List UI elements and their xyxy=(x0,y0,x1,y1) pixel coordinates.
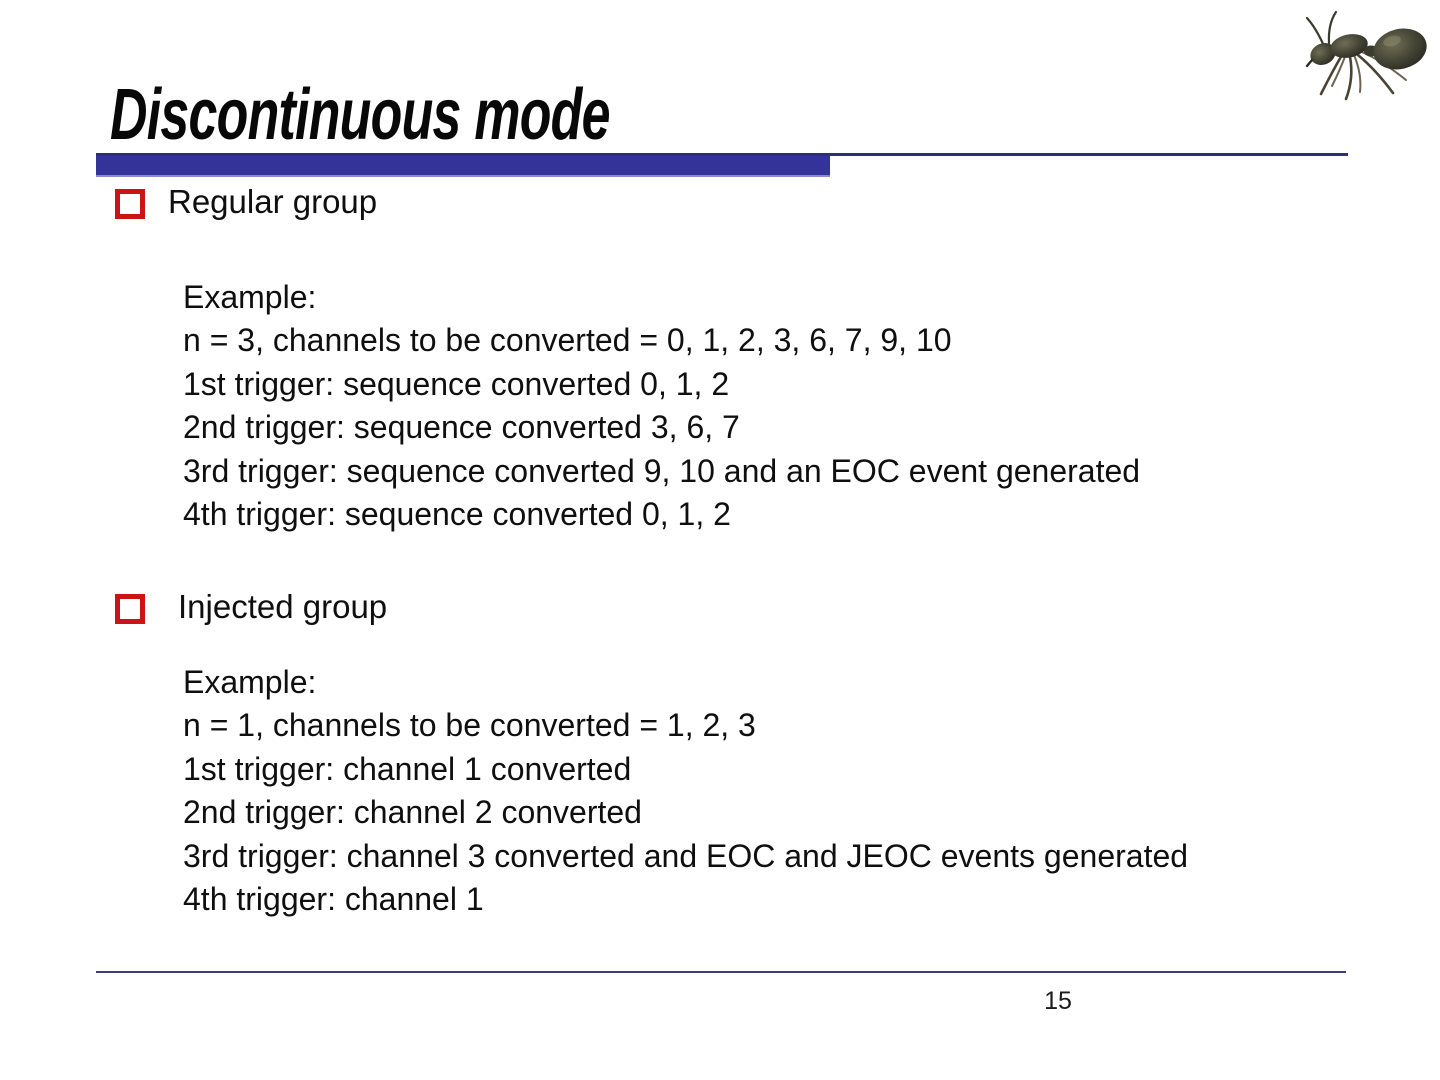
ant-image xyxy=(1305,10,1427,101)
example-line: 4th trigger: sequence converted 0, 1, 2 xyxy=(183,496,731,533)
example-line: 4th trigger: channel 1 xyxy=(183,881,484,918)
regular-group-example-block: Example: n = 3, channels to be converted… xyxy=(183,276,1140,536)
example-line: 1st trigger: channel 1 converted xyxy=(183,750,632,787)
example-line: Example: xyxy=(183,279,317,315)
bullet-square-icon xyxy=(115,594,145,624)
footer-rule xyxy=(96,971,1346,973)
slide-title: Discontinuous mode xyxy=(110,75,610,155)
example-line: Example: xyxy=(183,664,317,700)
example-line: 2nd trigger: sequence converted 3, 6, 7 xyxy=(183,409,740,446)
example-line: 3rd trigger: sequence converted 9, 10 an… xyxy=(183,452,1141,489)
example-line: 1st trigger: sequence converted 0, 1, 2 xyxy=(183,365,730,402)
example-line: 2nd trigger: channel 2 converted xyxy=(183,794,642,831)
section-heading-injected-group: Injected group xyxy=(178,588,388,625)
title-underline-rule xyxy=(96,153,1348,177)
injected-group-example-block: Example: n = 1, channels to be converted… xyxy=(183,661,1188,921)
bullet-square-icon xyxy=(115,189,145,219)
page-number: 15 xyxy=(1044,987,1072,1015)
example-line: n = 1, channels to be converted = 1, 2, … xyxy=(183,707,756,744)
example-line: 3rd trigger: channel 3 converted and EOC… xyxy=(183,837,1189,874)
title-accent-bar xyxy=(96,156,830,177)
example-line: n = 3, channels to be converted = 0, 1, … xyxy=(183,322,952,359)
section-heading-regular-group: Regular group xyxy=(168,183,378,220)
